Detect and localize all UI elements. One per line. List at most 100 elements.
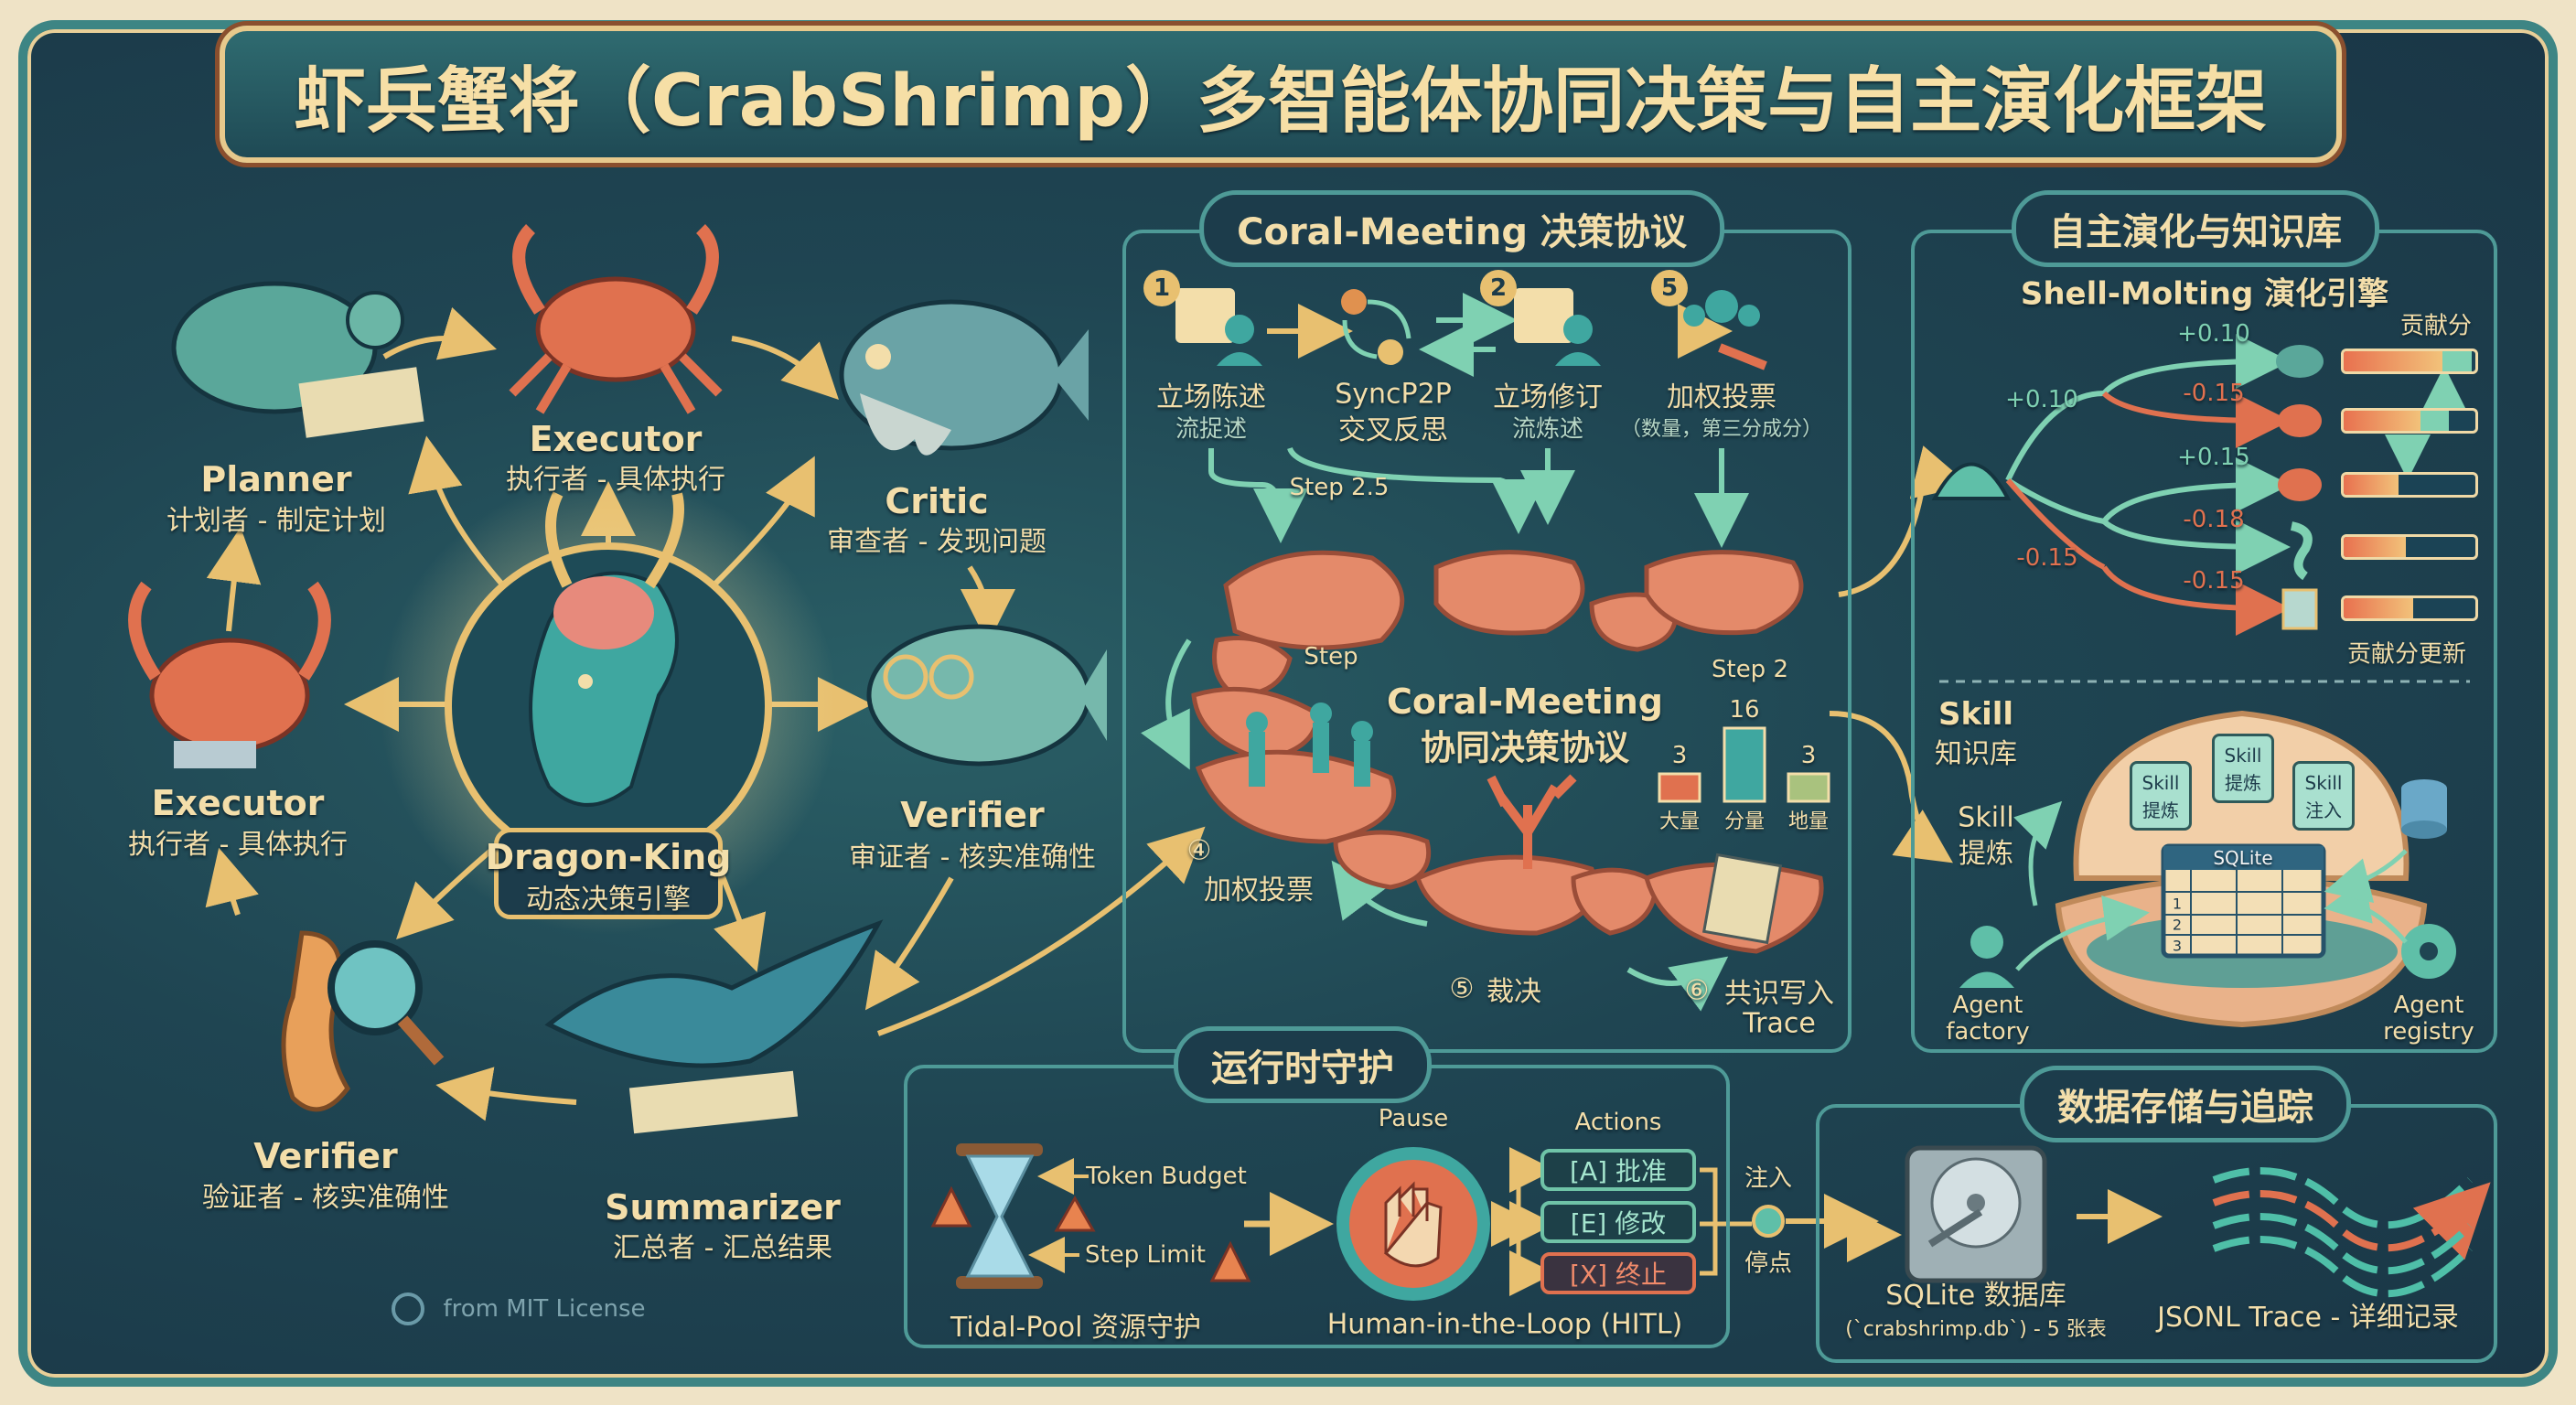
step-sub: 交叉反思 bbox=[1338, 414, 1448, 446]
evolution-branches bbox=[2005, 334, 2291, 636]
score-header: 贡献分 bbox=[2399, 312, 2473, 340]
agent-registry-label: Agent bbox=[2393, 992, 2464, 1019]
vote-bars-chart bbox=[1658, 726, 1830, 803]
agent-verifier-right-desc: 审证者 - 核实准确性 bbox=[849, 842, 1096, 874]
breakpoint-icon bbox=[1752, 1205, 1785, 1238]
token-budget-label: Token Budget bbox=[1086, 1163, 1247, 1190]
crab-icon bbox=[2278, 468, 2322, 501]
agent-factory-icon bbox=[1959, 926, 2014, 988]
crab-icon bbox=[128, 581, 331, 768]
row-delta: +0.15 bbox=[2177, 444, 2250, 471]
consensus-num: ⑥ bbox=[1684, 974, 1710, 1007]
fish-glasses-icon bbox=[866, 624, 1107, 767]
gear-icon bbox=[2401, 924, 2456, 979]
coral-icon bbox=[1487, 774, 1577, 869]
branch-delta: +0.10 bbox=[2005, 386, 2078, 413]
storage-title: 数据存储与追踪 bbox=[2020, 1066, 2351, 1142]
refine-title: Skill bbox=[1958, 801, 2014, 834]
contribution-score-bar bbox=[2341, 534, 2478, 560]
dragon-king-plaque bbox=[494, 828, 723, 919]
vote-bar bbox=[1658, 772, 1701, 803]
kb-title: Skill bbox=[1937, 696, 2014, 733]
agent-dragon-king-name: Dragon-King bbox=[485, 837, 732, 877]
step-2-label: Step 2 bbox=[1711, 656, 1789, 683]
agent-critic-name: Critic bbox=[885, 481, 989, 521]
vote-num: ④ bbox=[1186, 834, 1212, 867]
verdict-label: 裁决 bbox=[1487, 976, 1541, 1008]
vote-bar-label: 分量 bbox=[1723, 810, 1766, 833]
agent-factory-label: Agent bbox=[1952, 992, 2023, 1019]
bearded-fish-icon bbox=[839, 299, 1089, 456]
seahorse-icon bbox=[281, 930, 445, 1112]
step-sub: 流捉述 bbox=[1175, 415, 1248, 444]
step-sub: 流炼述 bbox=[1511, 415, 1584, 444]
agent-dragon-king-desc: 动态决策引擎 bbox=[526, 884, 691, 916]
shell-icon bbox=[1931, 462, 2012, 500]
agent-verifier-bottom-desc: 验证者 - 核实准确性 bbox=[202, 1182, 449, 1214]
coral-center-sub: 协同决策协议 bbox=[1420, 727, 1630, 768]
agent-executor-left-name: Executor bbox=[151, 783, 325, 823]
step-label: SyncP2P bbox=[1335, 378, 1452, 411]
pause-label: Pause bbox=[1378, 1105, 1449, 1132]
actions-label: Actions bbox=[1574, 1109, 1662, 1136]
step-label: 加权投票 bbox=[1667, 381, 1776, 413]
kb-sub: 知识库 bbox=[1935, 738, 2017, 770]
people-icon bbox=[1246, 702, 1373, 787]
edit-action-button[interactable]: [E] 修改 bbox=[1540, 1201, 1696, 1243]
dragon-icon bbox=[445, 491, 772, 870]
revision-icon bbox=[1514, 288, 1601, 366]
skill-card-sub: 提炼 bbox=[2142, 799, 2179, 821]
agent-planner-name: Planner bbox=[200, 459, 352, 499]
hitl-label: Human-in-the-Loop (HITL) bbox=[1326, 1308, 1683, 1341]
hourglass-icon bbox=[956, 1143, 1043, 1289]
turtle-icon bbox=[2276, 345, 2324, 378]
engine-title: Shell-Molting 演化引擎 bbox=[2020, 275, 2389, 313]
vote-bar-label: 大量 bbox=[1658, 810, 1701, 833]
table-row-num: 3 bbox=[2172, 937, 2183, 955]
database-icon bbox=[2401, 779, 2447, 839]
tidal-pool-label: Tidal-Pool 资源守护 bbox=[950, 1312, 1201, 1344]
row-delta: -0.18 bbox=[2183, 506, 2245, 533]
agent-executor-top-desc: 执行者 - 具体执行 bbox=[506, 464, 725, 496]
refine-sub: 提炼 bbox=[1959, 838, 2013, 870]
coral-arrows bbox=[1141, 293, 1749, 1012]
table-row-num: 1 bbox=[2172, 895, 2183, 913]
vote-bar bbox=[1787, 772, 1830, 803]
contribution-score-bar bbox=[2341, 349, 2478, 374]
manta-ray-icon bbox=[544, 919, 884, 1134]
terminate-action-button[interactable]: [X] 终止 bbox=[1540, 1252, 1696, 1294]
vote-bar-value: 3 bbox=[1671, 742, 1688, 769]
coral-meeting-panel bbox=[1122, 230, 1852, 1053]
runtime-title: 运行时守护 bbox=[1174, 1026, 1432, 1103]
sync-p2p-icon bbox=[1341, 289, 1411, 365]
warning-icon bbox=[930, 1185, 1251, 1282]
score-footer: 贡献分更新 bbox=[2346, 640, 2467, 669]
title-banner bbox=[220, 26, 2342, 163]
agent-factory-label: factory bbox=[1946, 1018, 2030, 1046]
vote-label: 加权投票 bbox=[1204, 874, 1314, 906]
approve-action-button[interactable]: [A] 批准 bbox=[1540, 1149, 1696, 1191]
row-delta: -0.15 bbox=[2183, 380, 2245, 407]
row-delta: +0.10 bbox=[2177, 320, 2250, 348]
vote-bar bbox=[1723, 726, 1766, 803]
contribution-score-bar bbox=[2341, 408, 2478, 434]
step-label: 立场修订 bbox=[1493, 381, 1603, 413]
step-badge: 1 bbox=[1143, 270, 1180, 306]
agent-verifier-right-name: Verifier bbox=[900, 795, 1045, 835]
pause-hand-button[interactable] bbox=[1336, 1147, 1490, 1301]
castle-icon bbox=[2281, 588, 2318, 630]
skill-card-sub: 注入 bbox=[2305, 799, 2342, 821]
agent-executor-left-desc: 执行者 - 具体执行 bbox=[128, 829, 348, 861]
coral-meeting-title: Coral-Meeting 决策协议 bbox=[1199, 190, 1724, 267]
step-limit-label: Step Limit bbox=[1085, 1241, 1206, 1269]
verdict-num: ⑤ bbox=[1449, 972, 1475, 1005]
hard-drive-icon bbox=[1905, 1145, 2047, 1283]
license-text: from MIT License bbox=[443, 1295, 646, 1323]
step-sub: （数量，第三分成分） bbox=[1620, 418, 1823, 441]
agent-summarizer-desc: 汇总者 - 汇总结果 bbox=[613, 1232, 832, 1264]
vote-bar-value: 3 bbox=[1800, 742, 1817, 769]
coral-center-title: Coral-Meeting bbox=[1387, 681, 1663, 722]
